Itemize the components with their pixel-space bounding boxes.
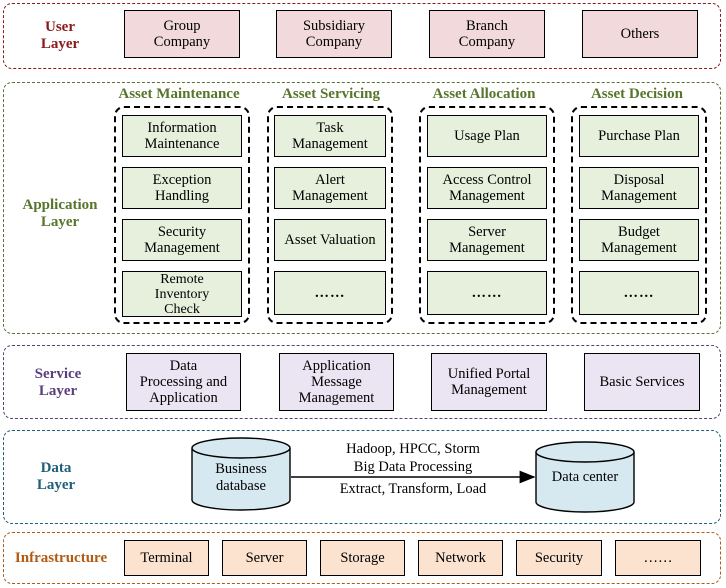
user-others: Others <box>582 10 698 58</box>
app-item-disposal-management: Disposal Management <box>579 167 699 209</box>
big-data-processing-label: Hadoop, HPCC, Storm Big Data Processing <box>346 441 480 475</box>
etl-label: Extract, Transform, Load <box>339 481 487 497</box>
column-title-asset-allocation: Asset Allocation <box>432 86 536 102</box>
infrastructure-layer <box>3 532 721 584</box>
infra-storage: Storage <box>320 540 405 576</box>
app-item-access-control-management: Access Control Management <box>427 167 547 209</box>
app-item-task-management: Task Management <box>274 115 386 157</box>
app-item-information-maintenance: Information Maintenance <box>122 115 242 157</box>
app-item-asset-valuation: Asset Valuation <box>274 219 386 261</box>
user-branch-company: Branch Company <box>429 10 545 58</box>
infra-more: …… <box>615 540 701 576</box>
service-basic-services: Basic Services <box>584 353 700 411</box>
app-item-security-management: Security Management <box>122 219 242 261</box>
service-layer <box>3 345 721 419</box>
infra-network: Network <box>418 540 503 576</box>
app-item-remote-inventory-check: Remote Inventory Check <box>122 271 242 317</box>
infra-server: Server <box>222 540 307 576</box>
app-item-budget-management: Budget Management <box>579 219 699 261</box>
user-layer <box>3 3 721 69</box>
app-item-allocation-more: …… <box>427 271 547 315</box>
infra-terminal: Terminal <box>124 540 209 576</box>
column-title-asset-decision: Asset Decision <box>590 86 684 102</box>
app-item-servicing-more: …… <box>274 271 386 315</box>
application-layer-label: Application Layer <box>22 197 98 230</box>
column-title-asset-maintenance: Asset Maintenance <box>118 86 240 102</box>
infra-security: Security <box>516 540 602 576</box>
app-item-decision-more: …… <box>579 271 699 315</box>
app-item-server-management: Server Management <box>427 219 547 261</box>
user-layer-label: User Layer <box>40 19 80 52</box>
infrastructure-layer-label: Infrastructure <box>14 550 108 566</box>
application-layer <box>3 82 721 334</box>
service-data-processing: Data Processing and Application <box>126 353 241 411</box>
app-item-purchase-plan: Purchase Plan <box>579 115 699 157</box>
data-layer-label: Data Layer <box>36 460 76 493</box>
service-application-message: Application Message Management <box>279 353 394 411</box>
data-center-label: Data center <box>551 469 619 485</box>
app-item-alert-management: Alert Management <box>274 167 386 209</box>
data-layer <box>3 430 721 524</box>
app-item-usage-plan: Usage Plan <box>427 115 547 157</box>
business-database-label: Business database <box>215 461 267 494</box>
column-title-asset-servicing: Asset Servicing <box>282 86 380 102</box>
service-unified-portal: Unified Portal Management <box>431 353 547 411</box>
app-item-exception-handling: Exception Handling <box>122 167 242 209</box>
user-group-company: Group Company <box>124 10 240 58</box>
service-layer-label: Service Layer <box>34 366 82 399</box>
user-subsidiary-company: Subsidiary Company <box>276 10 392 58</box>
